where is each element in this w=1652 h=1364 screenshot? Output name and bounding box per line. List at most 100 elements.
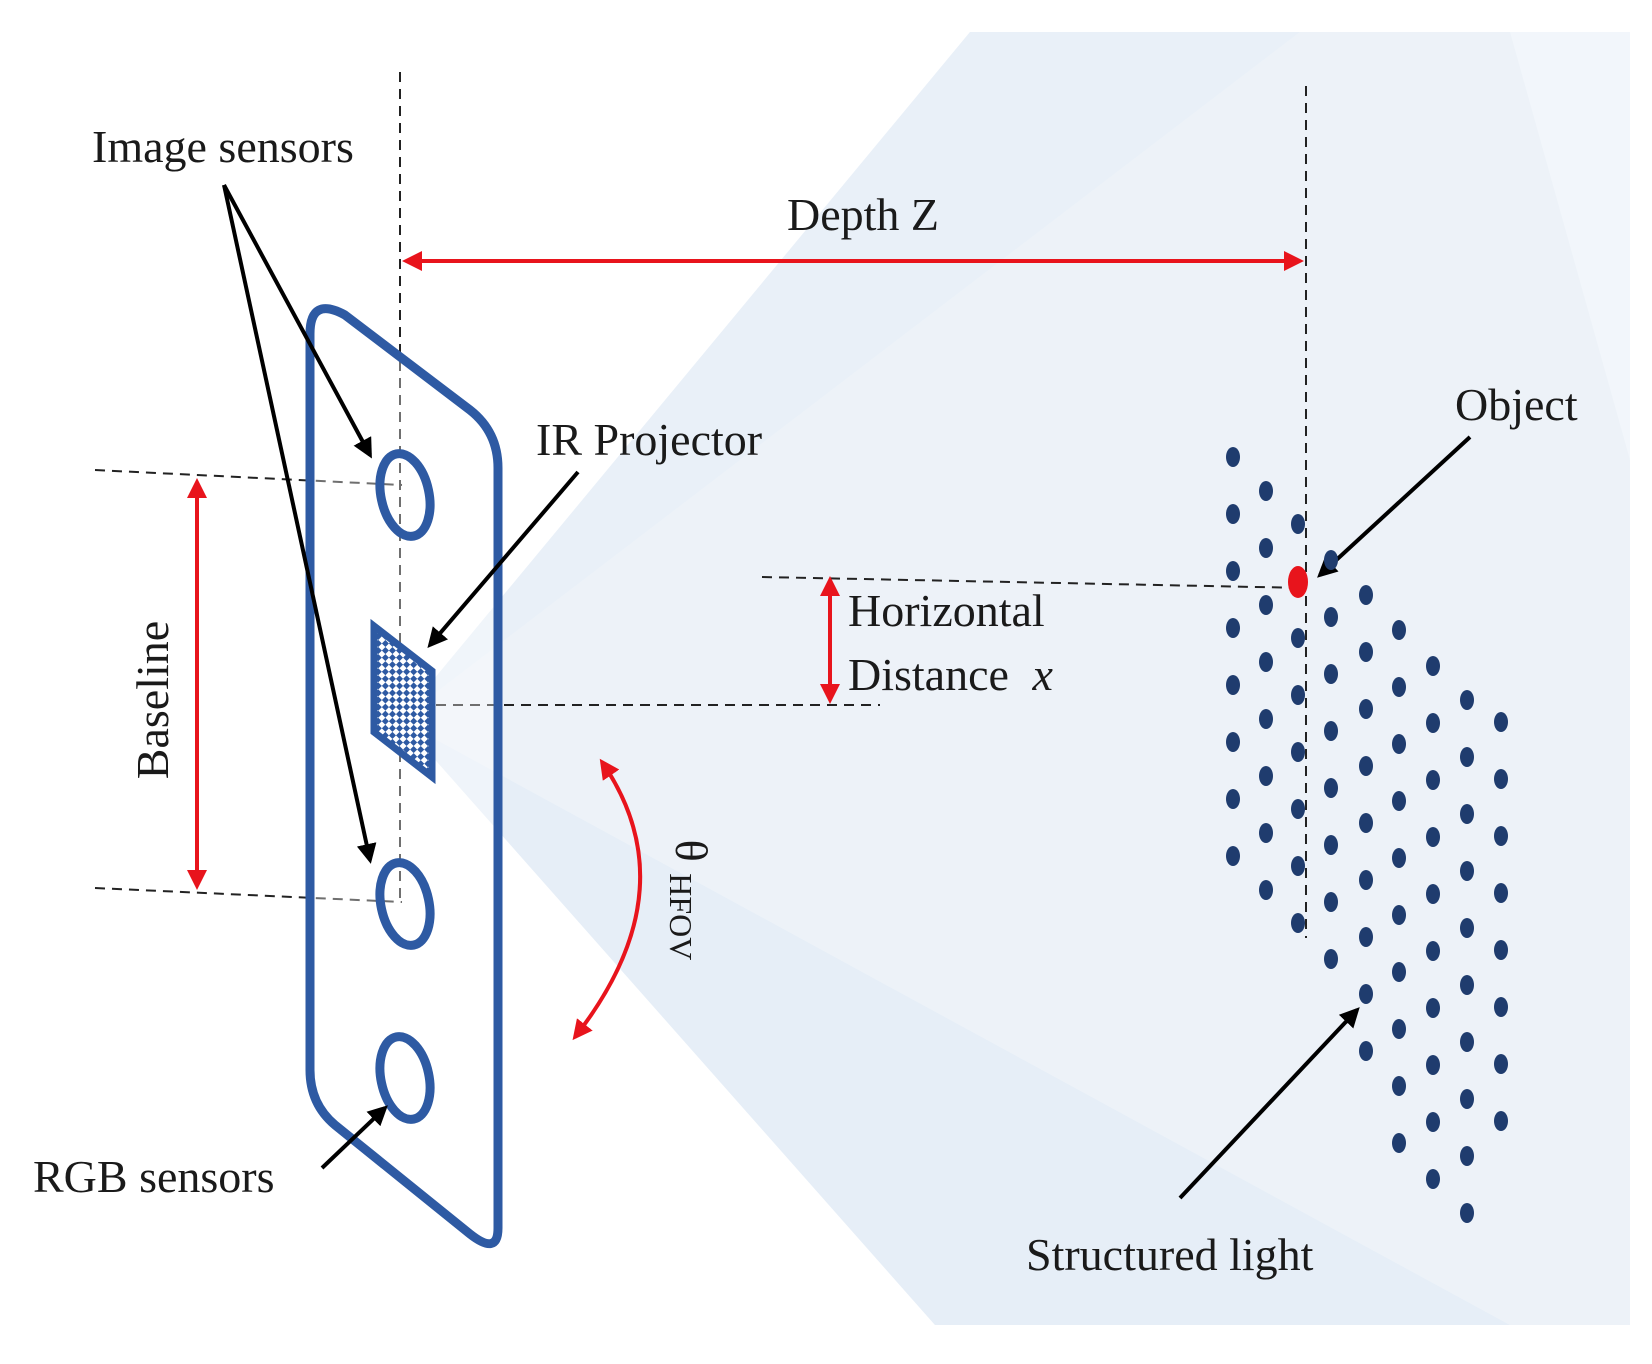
- structured-light-label: Structured light: [1026, 1229, 1314, 1280]
- light-dot: [1259, 481, 1273, 501]
- light-dot: [1426, 941, 1440, 961]
- light-dot: [1392, 962, 1406, 982]
- light-dot: [1426, 1112, 1440, 1132]
- image-sensor-top: [375, 449, 435, 541]
- light-dot: [1291, 856, 1305, 876]
- light-dot: [1324, 550, 1338, 570]
- light-dot: [1392, 620, 1406, 640]
- rgb-sensors-arrow: [320, 1105, 388, 1170]
- light-dot: [1359, 927, 1373, 947]
- light-dot: [1291, 514, 1305, 534]
- light-dot: [1460, 1032, 1474, 1052]
- ir-projector-label: IR Projector: [536, 414, 762, 465]
- light-dot: [1359, 699, 1373, 719]
- light-dot: [1426, 1169, 1440, 1189]
- light-dot: [1359, 585, 1373, 605]
- baseline-bottom-line: [94, 887, 403, 903]
- fov-arc: [572, 758, 643, 1041]
- light-dot: [1324, 778, 1338, 798]
- light-dot: [1494, 826, 1508, 846]
- light-dot: [1359, 870, 1373, 890]
- light-dot: [1460, 1146, 1474, 1166]
- light-dot: [1392, 1076, 1406, 1096]
- fov-label: θ HFOV: [663, 840, 717, 961]
- fov-theta: θ: [666, 840, 717, 862]
- light-dot: [1259, 538, 1273, 558]
- light-dot: [1324, 892, 1338, 912]
- device-body: [305, 304, 503, 1248]
- light-dot: [1291, 742, 1305, 762]
- light-dot: [1494, 940, 1508, 960]
- light-dot: [1259, 880, 1273, 900]
- object-label: Object: [1455, 379, 1578, 430]
- structured-light-dot-grid: [1226, 447, 1508, 1223]
- light-dot: [1359, 813, 1373, 833]
- image-sensors-arrow-top: [222, 184, 372, 459]
- light-dot: [1494, 883, 1508, 903]
- light-dot: [1259, 595, 1273, 615]
- light-dot: [1426, 770, 1440, 790]
- light-dot: [1392, 905, 1406, 925]
- light-dot: [1226, 675, 1240, 695]
- light-dot: [1460, 1203, 1474, 1223]
- image-sensors-label: Image sensors: [92, 121, 354, 172]
- light-dot: [1494, 769, 1508, 789]
- light-dot: [1291, 628, 1305, 648]
- light-dot: [1426, 713, 1440, 733]
- light-dot: [1259, 823, 1273, 843]
- light-dot: [1359, 642, 1373, 662]
- light-dot: [1494, 712, 1508, 732]
- light-dot: [1494, 1054, 1508, 1074]
- image-sensors-arrow-bottom: [222, 184, 377, 864]
- light-dot: [1392, 791, 1406, 811]
- light-dot: [1324, 949, 1338, 969]
- object-arrow: [1317, 435, 1472, 578]
- baseline-label: Baseline: [127, 621, 178, 779]
- horizontal-label-variable: x: [1031, 649, 1053, 700]
- light-dot: [1324, 607, 1338, 627]
- light-dot: [1259, 709, 1273, 729]
- light-dot: [1259, 652, 1273, 672]
- horizontal-label-line1: Horizontal: [848, 585, 1045, 636]
- light-dot: [1324, 721, 1338, 741]
- light-dot: [1226, 789, 1240, 809]
- light-dot: [1460, 747, 1474, 767]
- rgb-sensors-label: RGB sensors: [33, 1151, 275, 1202]
- light-dot: [1426, 656, 1440, 676]
- object-height-line: [761, 576, 1307, 589]
- light-dot: [1226, 732, 1240, 752]
- light-dot: [1460, 1089, 1474, 1109]
- light-dot: [1460, 918, 1474, 938]
- light-dot: [1392, 848, 1406, 868]
- projection-beam-right: [400, 32, 1630, 1325]
- light-dot: [1291, 799, 1305, 819]
- light-dot: [1359, 1041, 1373, 1061]
- light-dot: [1460, 690, 1474, 710]
- light-dot: [1324, 664, 1338, 684]
- rgb-sensor: [375, 1032, 435, 1124]
- light-dot: [1392, 734, 1406, 754]
- structured-light-arrow: [1178, 1007, 1360, 1200]
- light-dot: [1291, 685, 1305, 705]
- light-dot: [1359, 984, 1373, 1004]
- light-dot: [1392, 1019, 1406, 1039]
- light-dot: [1226, 504, 1240, 524]
- depth-label: Depth Z: [787, 189, 939, 240]
- object-dot: [1288, 566, 1308, 598]
- light-dot: [1392, 677, 1406, 697]
- ir-projector-arrow: [427, 470, 580, 649]
- light-dot: [1226, 618, 1240, 638]
- horizontal-label-word: Distance: [848, 649, 1009, 700]
- light-dot: [1460, 975, 1474, 995]
- light-dot: [1460, 804, 1474, 824]
- light-dot: [1494, 997, 1508, 1017]
- light-dot: [1226, 561, 1240, 581]
- ir-projector: [370, 618, 436, 785]
- baseline-top-line: [94, 469, 403, 486]
- light-dot: [1291, 913, 1305, 933]
- light-dot: [1392, 1133, 1406, 1153]
- fov-subscript: HFOV: [663, 873, 699, 960]
- light-dot: [1426, 1055, 1440, 1075]
- light-dot: [1426, 998, 1440, 1018]
